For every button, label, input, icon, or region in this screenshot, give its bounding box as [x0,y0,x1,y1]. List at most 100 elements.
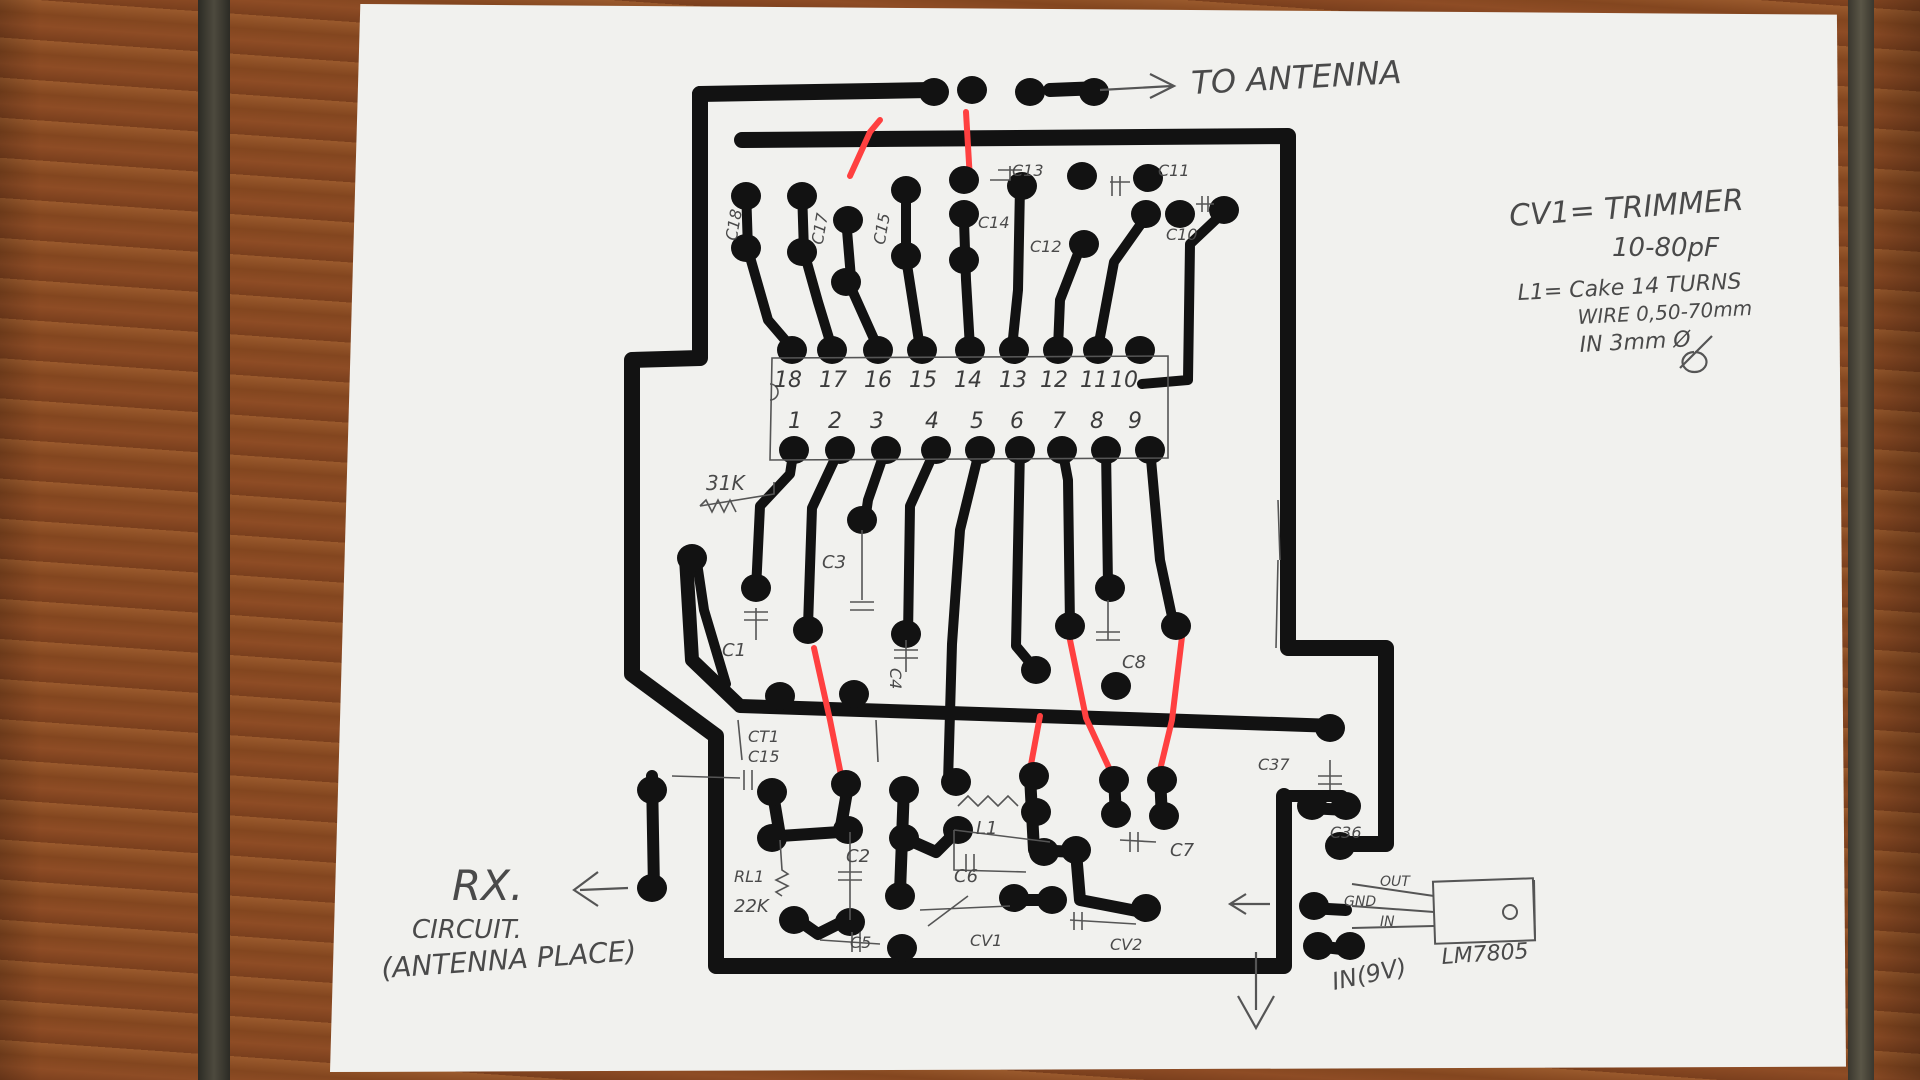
pad-64 [885,882,915,910]
pencil-mark-14 [919,895,1011,927]
pad-69 [1029,838,1059,866]
pad-79 [1331,792,1361,820]
pad-51 [839,680,869,708]
pad-20 [1131,200,1161,228]
pencil-mark-23 [737,719,879,763]
label-c17: C17 [808,211,832,246]
pad-39 [1091,436,1121,464]
pad-36 [965,436,995,464]
jumper-4 [1027,713,1043,773]
trace-15 [1137,205,1231,389]
pad-56 [757,778,787,806]
pad-35 [921,436,951,464]
pad-67 [1019,762,1049,790]
pad-19 [1133,164,1163,192]
ic-pin-13: 13 [999,368,1027,393]
left-arrow [1227,893,1270,915]
pencil-mark-4 [699,498,737,514]
l1-note-line3: IN 3mm Ø [1579,327,1692,358]
pad-28 [999,336,1029,364]
pad-70 [999,884,1029,912]
jumper-3 [811,645,845,783]
ic-pin-numbers-top: 18 17 16 15 14 13 12 11 10 [774,368,1138,393]
pad-31 [1125,336,1155,364]
pencil-mark-16 [1119,832,1157,852]
pad-27 [955,336,985,364]
pad-18 [1069,230,1099,258]
trace-7 [741,183,797,353]
pad-73 [1099,766,1129,794]
pad-34 [871,436,901,464]
trace-23 [1101,443,1113,591]
ic-pin-10: 10 [1110,368,1138,393]
jumper-6 [1157,617,1187,773]
pad-37 [1005,436,1035,464]
ic-pin-14: 14 [954,368,982,393]
pencil-mark-9 [671,770,753,790]
pad-65 [941,768,971,796]
ic-pin-numbers-bottom: 1 2 3 4 5 6 7 8 9 [788,409,1142,434]
pad-50 [765,682,795,710]
pad-30 [1083,336,1113,364]
pad-78 [1297,792,1327,820]
trace-4 [734,128,1394,852]
pad-62 [889,776,919,804]
label-c3: C3 [822,552,846,573]
ic-pin-16: 16 [864,368,892,393]
label-c8: C8 [1122,652,1146,673]
pad-48 [1095,574,1125,602]
label-c6: C6 [954,866,978,887]
pad-43 [793,616,823,644]
pad-84 [887,934,917,962]
rx-arrow [572,871,629,907]
label-c11: C11 [1158,161,1190,180]
pad-76 [1149,802,1179,830]
pad-5 [731,182,761,210]
pad-45 [891,620,921,648]
jumper-1 [847,117,883,179]
input-9v-label: IN(9V) [1329,953,1409,996]
trace-22 [1057,443,1075,631]
pencil-mark-3 [699,482,775,507]
pad-82 [1303,932,1333,960]
label-c1: C1 [722,640,746,661]
pad-75 [1147,766,1177,794]
pad-53 [1315,714,1345,742]
ic-pin-6: 6 [1010,409,1024,434]
pad-63 [889,824,919,852]
trace-19 [903,443,941,641]
trace-2 [692,82,938,102]
rx-circuit-label: CIRCUIT. [412,915,522,945]
pad-71 [1037,886,1067,914]
ic-pin-5: 5 [970,409,984,434]
pad-8 [787,238,817,266]
label-c14: C14 [978,213,1010,232]
pad-80 [1325,832,1355,860]
pads [637,76,1365,962]
label-l1: L1 [976,818,997,839]
ic-pin-2: 2 [828,409,842,434]
pencil-mark-2 [769,383,779,401]
pencil-mark-19 [990,166,1022,181]
pencil-mark-17 [819,932,881,952]
rx-label: RX. [452,861,523,910]
ic-pin-4: 4 [925,409,939,434]
pencil-marks [671,166,1342,952]
trace-14 [1093,209,1153,353]
ic-pin-1: 1 [788,409,802,434]
label-c10: C10 [1166,225,1198,244]
lm7805-label: LM7805 [1441,939,1530,970]
pad-3 [1015,78,1045,106]
trace-13 [1053,233,1089,353]
pencil-mark-15 [1069,912,1137,930]
pad-16 [1007,172,1037,200]
pad-40 [1135,436,1165,464]
pad-6 [731,234,761,262]
pencil-mark-22 [1275,499,1281,649]
trace-12 [1007,181,1025,353]
label-c7: C7 [1170,840,1195,861]
frame-edge-right [1848,0,1874,1080]
pad-17 [1067,162,1097,190]
label-r22k: 22K [734,896,770,917]
